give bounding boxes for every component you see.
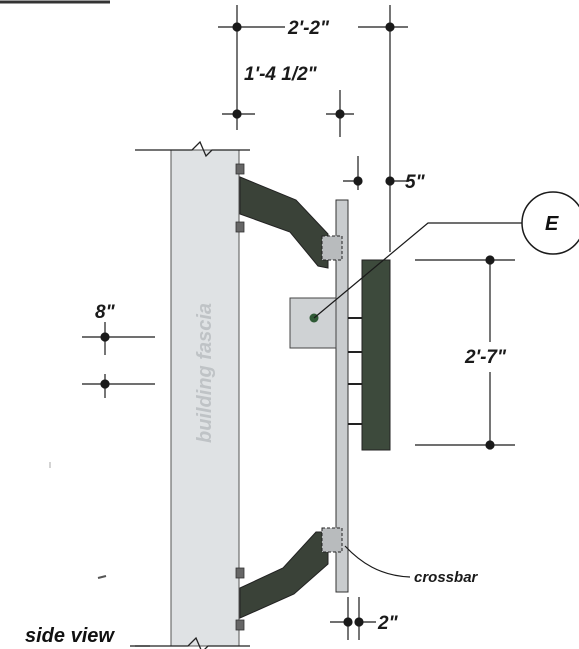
scan-mark [97, 575, 107, 579]
detail-marker-label: E [545, 213, 559, 235]
dim-fascia-offset: 1'-4 1/2" [244, 64, 318, 85]
crossbar-callout: crossbar [414, 569, 479, 586]
detail-marker [313, 191, 579, 319]
lower-crossbar-connection [321, 527, 343, 553]
mounting-plate [289, 297, 337, 349]
standoff-pins [348, 317, 363, 425]
upper-bracket [239, 176, 329, 269]
lower-bracket [239, 531, 329, 619]
upper-crossbar-connection [321, 235, 343, 261]
building-fascia [135, 140, 250, 649]
dim-crossbar: 2" [377, 613, 399, 634]
dim-plate: 5" [405, 172, 426, 193]
dim-fascia-gap: 8" [95, 302, 116, 323]
fascia-label: building fascia [194, 303, 216, 443]
anchor-bolts [235, 163, 245, 631]
dimension-lines [82, 5, 515, 640]
dim-sign-height: 2'-7" [464, 347, 507, 368]
view-label: side view [25, 625, 115, 647]
crossbar-leader [344, 545, 411, 578]
sign-panel [361, 259, 391, 451]
dim-overall: 2'-2" [287, 18, 330, 39]
mounting-pole [335, 199, 349, 593]
